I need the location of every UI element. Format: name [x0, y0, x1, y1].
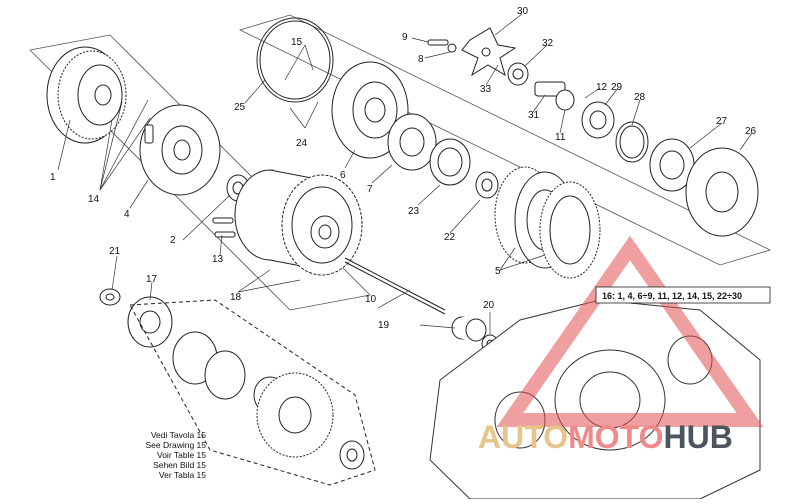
label-part-19: 19 [378, 320, 390, 331]
label-part-5: 5 [495, 266, 501, 277]
label-part-9: 9 [402, 32, 408, 43]
label-part-30: 30 [517, 6, 529, 17]
label-part-31: 31 [528, 110, 540, 121]
label-part-6: 6 [340, 170, 346, 181]
automotohub-watermark: AUTOMOTOHUB [478, 235, 764, 455]
ref-note-it: Vedi Tavola 15 [151, 430, 206, 440]
ring-23 [429, 138, 471, 186]
ref-note-fr: Voir Table 15 [157, 450, 206, 460]
lock-washer-and-plate [649, 138, 759, 237]
screws-13 [212, 217, 236, 238]
callout-16: 16: 1, 4, 6÷9, 11, 12, 14, 15, 22÷30 [595, 286, 771, 304]
svg-text:AUTOMOTOHUB: AUTOMOTOHUB [478, 419, 733, 455]
label-part-21: 21 [109, 246, 121, 257]
label-part-13: 13 [212, 254, 224, 265]
label-part-12: 12 [596, 82, 608, 93]
label-part-33: 33 [480, 84, 492, 95]
friction-star [387, 113, 437, 171]
release-mechanism [427, 27, 649, 163]
push-rod [344, 257, 446, 315]
label-part-18: 18 [230, 292, 242, 303]
label-part-20: 20 [483, 300, 495, 311]
spring-ring [256, 17, 334, 103]
label-part-26: 26 [745, 126, 757, 137]
label-part-7: 7 [367, 184, 373, 195]
label-part-14: 14 [88, 194, 100, 205]
label-part-25: 25 [234, 102, 246, 113]
watermark-moto: MOTO [568, 419, 663, 455]
label-part-1: 1 [50, 172, 56, 183]
label-part-32: 32 [542, 38, 554, 49]
lower-gear-assembly [99, 288, 376, 486]
label-part-28: 28 [634, 92, 646, 103]
watermark-auto: AUTO [478, 419, 568, 455]
callout-text: 16: 1, 4, 6÷9, 11, 12, 14, 15, 22÷30 [602, 291, 742, 301]
clutch-basket [234, 169, 363, 276]
label-part-29: 29 [611, 82, 623, 93]
bearing-22 [475, 171, 499, 199]
watermark-hub: HUB [663, 419, 732, 455]
label-part-8: 8 [418, 54, 424, 65]
label-part-4: 4 [124, 209, 130, 220]
label-part-2: 2 [170, 235, 176, 246]
part-labels: 1 2 4 5 6 7 8 9 10 11 12 13 14 15 17 18 … [50, 6, 757, 331]
ref-note-de: Sehen Bild 15 [153, 460, 206, 470]
reference-note: Vedi Tavola 15 See Drawing 15 Voir Table… [146, 430, 207, 480]
label-part-24: 24 [296, 138, 308, 149]
label-part-10: 10 [365, 294, 377, 305]
label-part-22: 22 [444, 232, 456, 243]
ref-note-en: See Drawing 15 [146, 440, 207, 450]
label-part-23: 23 [408, 206, 420, 217]
label-part-11: 11 [555, 132, 566, 143]
clutch-housing-drum [46, 46, 127, 144]
label-part-15: 15 [291, 37, 303, 48]
bushing-19-20 [451, 316, 499, 354]
label-part-27: 27 [716, 116, 728, 127]
leader-lines [57, 13, 753, 334]
clutch-disc-pack [494, 166, 601, 279]
ref-note-es: Ver Tabla 15 [159, 470, 206, 480]
pressure-plate [139, 104, 221, 196]
label-part-17: 17 [146, 274, 158, 285]
